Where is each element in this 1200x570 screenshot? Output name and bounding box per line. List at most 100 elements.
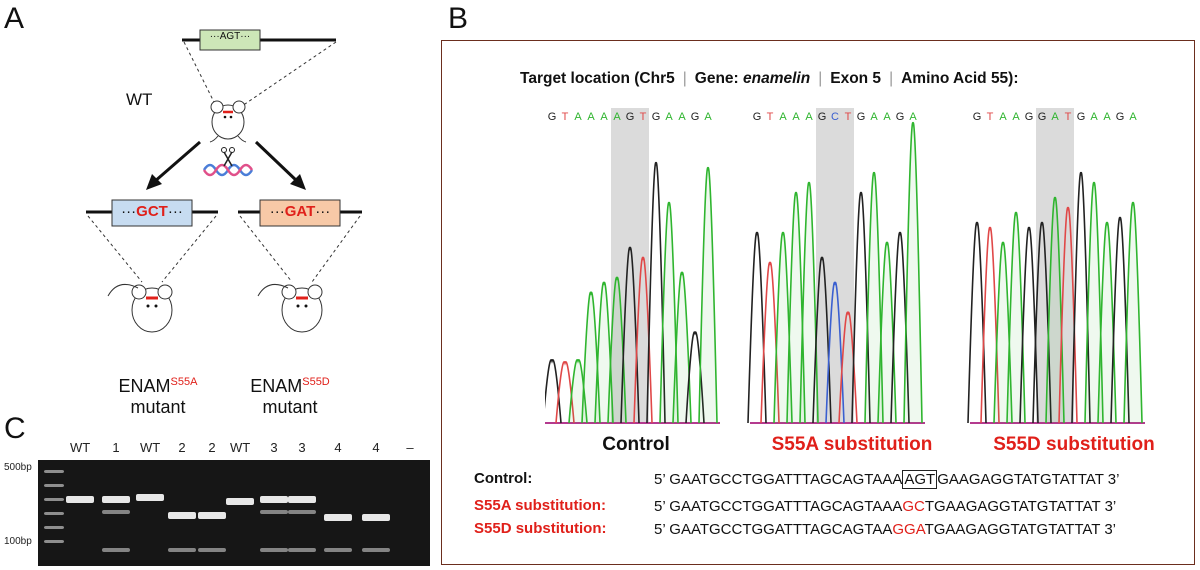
bp-100-label: 100bp — [4, 536, 32, 547]
gel-lane-label: 3 — [270, 440, 278, 455]
wt-label: WT — [126, 90, 153, 109]
base-call: A — [678, 111, 686, 123]
trace-peak — [545, 358, 562, 424]
trace-peak — [967, 221, 987, 424]
base-call: A — [1012, 111, 1020, 123]
gel-band — [260, 510, 288, 514]
trace-peak — [1058, 206, 1078, 424]
s55a-codon: ···GCT··· — [121, 203, 183, 220]
gel-band — [44, 540, 64, 543]
base-call: T — [767, 111, 774, 123]
base-call: T — [562, 111, 569, 123]
highlight-codon-region — [1036, 108, 1074, 423]
crispr-dna-icon — [202, 147, 254, 177]
sequencing-title: Target location (Chr5|Gene: enamelin|Exo… — [520, 70, 1019, 87]
gel-band — [362, 514, 390, 521]
trace-peak — [594, 281, 614, 424]
panel-b-letter: B — [448, 2, 469, 35]
trace-peak — [1097, 221, 1117, 424]
trace-peak — [747, 231, 767, 424]
base-call: G — [1116, 111, 1125, 123]
base-call: G — [691, 111, 700, 123]
panel-a-letter: A — [4, 2, 25, 35]
trace-peak — [980, 226, 1000, 424]
base-call: G — [753, 111, 762, 123]
gel-band — [324, 514, 352, 521]
seq-line-s55d: 5’ GAATGCCTGGATTTAGCAGTAAGGATGAAGAGGTATG… — [654, 521, 1116, 538]
base-call: T — [845, 111, 852, 123]
gel-lane-label: WT — [230, 440, 251, 455]
base-call: A — [870, 111, 878, 123]
trace-peak — [812, 256, 832, 424]
trace-peak — [620, 246, 640, 424]
base-call: T — [987, 111, 994, 123]
base-call: T — [640, 111, 647, 123]
gel-lane-label: 1 — [112, 440, 120, 455]
trace-peak — [1032, 221, 1052, 424]
wt-mouse-icon — [209, 100, 247, 143]
base-call: A — [883, 111, 891, 123]
base-call: A — [600, 111, 608, 123]
gel-band — [136, 494, 164, 501]
trace-peak — [786, 191, 806, 424]
base-call: G — [857, 111, 866, 123]
gel-band — [44, 470, 64, 473]
seq-label-s55a: S55A substitution: — [474, 497, 606, 514]
trace-peak — [851, 191, 871, 424]
gel-band — [44, 526, 64, 529]
base-call: A — [1051, 111, 1059, 123]
base-call: A — [999, 111, 1007, 123]
trace-peak — [864, 171, 884, 424]
base-call: G — [1025, 111, 1034, 123]
gel-band — [102, 510, 130, 514]
base-call: G — [1038, 111, 1047, 123]
trace-peak — [1006, 211, 1026, 424]
trace-peak — [581, 291, 601, 424]
trace-peak — [1045, 196, 1065, 424]
gel-lane-label: – — [406, 440, 414, 455]
s55d-mouse-icon — [257, 283, 323, 333]
gel-band — [44, 512, 64, 515]
gel-lane-label: 4 — [372, 440, 380, 455]
trace-peak — [1071, 171, 1091, 424]
base-call: A — [1103, 111, 1111, 123]
base-call: A — [792, 111, 800, 123]
trace-peak — [760, 261, 780, 424]
gel-band — [102, 496, 130, 503]
wt-codon: ···AGT··· — [209, 31, 251, 42]
gel-band — [288, 548, 316, 552]
base-call: A — [909, 111, 917, 123]
gel-lane-label: WT — [140, 440, 161, 455]
base-call: A — [665, 111, 673, 123]
seq-line-s55a: 5’ GAATGCCTGGATTTAGCAGTAAAGCTGAAGAGGTATG… — [654, 498, 1117, 515]
trace-peak — [1019, 226, 1039, 424]
base-call: A — [1129, 111, 1137, 123]
gel-lane-label: WT — [70, 440, 91, 455]
s55a-mouse-icon — [107, 283, 173, 333]
base-call: T — [1065, 111, 1072, 123]
gel-band — [260, 496, 288, 503]
gel-lane-label: 3 — [298, 440, 306, 455]
base-call: C — [831, 111, 839, 123]
gel-image — [38, 460, 430, 566]
seq-label-s55d: S55D substitution: — [474, 520, 607, 537]
highlight-codon-region — [816, 108, 854, 423]
gel-band — [198, 548, 226, 552]
gel-band — [102, 548, 130, 552]
gel-band — [168, 548, 196, 552]
highlight-codon-region — [611, 108, 649, 423]
trace-peak — [1110, 216, 1130, 424]
trace-peak — [799, 181, 819, 424]
bp-500-label: 500bp — [4, 462, 32, 473]
base-call: A — [587, 111, 595, 123]
trace-peak — [698, 166, 718, 424]
base-call: G — [626, 111, 635, 123]
seq-label-control: Control: — [474, 470, 533, 487]
gel-band — [66, 496, 94, 503]
trace-peak — [877, 241, 897, 424]
trace-peak — [825, 281, 845, 424]
trace-peak — [659, 201, 679, 424]
trace-peak — [903, 122, 923, 424]
